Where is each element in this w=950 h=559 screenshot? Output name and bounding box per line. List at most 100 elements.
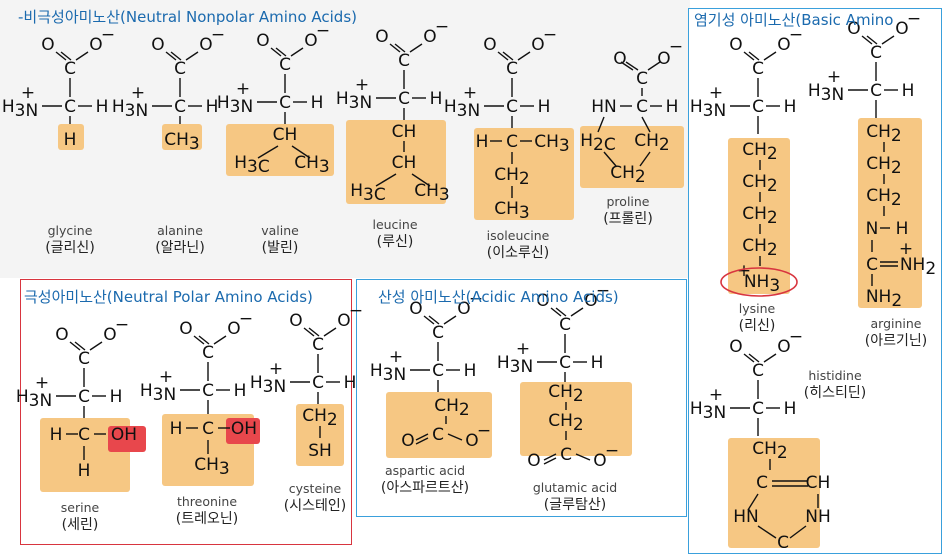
atom-label: C — [752, 361, 764, 381]
caption-proline: proline (프롤린) — [603, 194, 653, 228]
bond — [620, 61, 634, 71]
atom-label: H3N — [2, 97, 38, 121]
atom-label: H3N — [444, 97, 480, 121]
atom-label: + — [35, 373, 49, 393]
bond — [497, 51, 509, 61]
bond — [543, 453, 557, 461]
atom-label: C — [777, 533, 789, 553]
bond — [743, 353, 755, 363]
atom-label: H3N — [370, 361, 406, 385]
bond — [570, 307, 584, 317]
atom-label: H — [476, 132, 489, 152]
bond — [411, 173, 431, 187]
atom-label: H2C — [580, 131, 616, 155]
atom-label: − — [605, 441, 619, 461]
atom-label: C — [866, 255, 878, 275]
name-ko: (글루탐산) — [543, 497, 607, 514]
name-ko: (발린) — [261, 240, 299, 257]
atom-label: HN — [733, 507, 759, 527]
atom-label: O — [457, 299, 470, 319]
side-chain-highlight — [226, 124, 334, 176]
atom-label: H — [206, 97, 219, 117]
name-ko: (프롤린) — [603, 211, 653, 228]
atom-label: C — [398, 51, 410, 71]
atom-label: H — [784, 97, 797, 117]
atom-label: − — [101, 25, 115, 45]
name-en: valine — [261, 223, 299, 238]
atom-label: CH2 — [548, 411, 584, 435]
atom-label: O — [527, 451, 540, 471]
name-en: arginine — [870, 316, 922, 331]
atom-label: O — [729, 337, 742, 357]
name-en: aspartic acid — [384, 463, 466, 478]
caption-valine: valine (발린) — [261, 223, 299, 257]
bond — [763, 51, 777, 61]
atom-label: C — [64, 97, 76, 117]
bond — [257, 145, 279, 159]
caption-serine: serine (세린) — [61, 500, 99, 534]
bond — [639, 151, 651, 167]
name-en: serine — [60, 500, 100, 515]
atom-label: C — [756, 473, 768, 493]
atom-label: + — [389, 347, 403, 367]
bond — [60, 51, 72, 61]
name-ko: (알라닌) — [155, 240, 205, 257]
bond — [89, 341, 103, 351]
atom-label: H3C — [234, 153, 270, 177]
atom-label: CH3 — [534, 132, 570, 156]
atom-label: − — [349, 301, 363, 321]
atom-label: CH2 — [742, 172, 778, 196]
atom-label: C — [506, 59, 518, 79]
bond — [748, 353, 760, 363]
bond — [323, 327, 337, 337]
atom-label: − — [211, 25, 225, 45]
atom-label: H — [110, 387, 123, 407]
atom-label: O — [41, 35, 54, 55]
bond — [290, 47, 304, 57]
atom-label: + — [827, 67, 841, 87]
name-ko: (세린) — [61, 517, 99, 534]
bond — [69, 341, 81, 351]
atom-label: O — [584, 291, 597, 311]
atom-label: CH2 — [866, 186, 902, 210]
side-chain-highlight — [728, 438, 820, 548]
atom-label: H — [50, 425, 63, 445]
atom-label: OH — [111, 425, 137, 445]
atom-label: H — [666, 97, 679, 117]
bond — [743, 51, 755, 61]
side-chain-highlight — [40, 418, 130, 492]
bond — [575, 453, 591, 461]
atom-label: C — [870, 81, 882, 101]
name-ko: (글리신) — [45, 240, 95, 257]
atom-label: CH3 — [414, 181, 450, 205]
caption-aspartic-acid: aspartic acid (아스파르트산) — [381, 463, 469, 497]
basic-title: 염기성 아미노산(Basic Amino — [694, 11, 894, 29]
atom-label: C — [870, 43, 882, 63]
atom-label: + — [737, 261, 751, 281]
acidic-title: 산성 아미노산(Acidic Amino Acids) — [378, 288, 619, 306]
bond — [415, 437, 429, 445]
atom-label: O — [895, 19, 908, 39]
atom-label: C — [432, 361, 444, 381]
atom-label: − — [789, 327, 803, 347]
atom-label: HN — [591, 97, 617, 117]
side-chain-highlight — [162, 124, 202, 150]
atom-label: H — [170, 419, 183, 439]
atom-label: NH2 — [900, 255, 936, 279]
bond — [198, 335, 210, 345]
bond — [375, 173, 397, 187]
atom-label: H — [96, 97, 109, 117]
bond — [603, 151, 617, 167]
atom-label: C — [78, 349, 90, 369]
atom-label: O — [375, 27, 388, 47]
atom-label: O — [199, 35, 212, 55]
atom-label: O — [337, 311, 350, 331]
atom-label: CH2 — [866, 154, 902, 178]
name-en: proline — [606, 194, 650, 209]
atom-label: CH3 — [164, 130, 200, 154]
atom-label: C — [312, 373, 324, 393]
atom-label: H — [464, 361, 477, 381]
name-ko: (아스파르트산) — [380, 480, 470, 497]
atom-label: O — [847, 19, 860, 39]
